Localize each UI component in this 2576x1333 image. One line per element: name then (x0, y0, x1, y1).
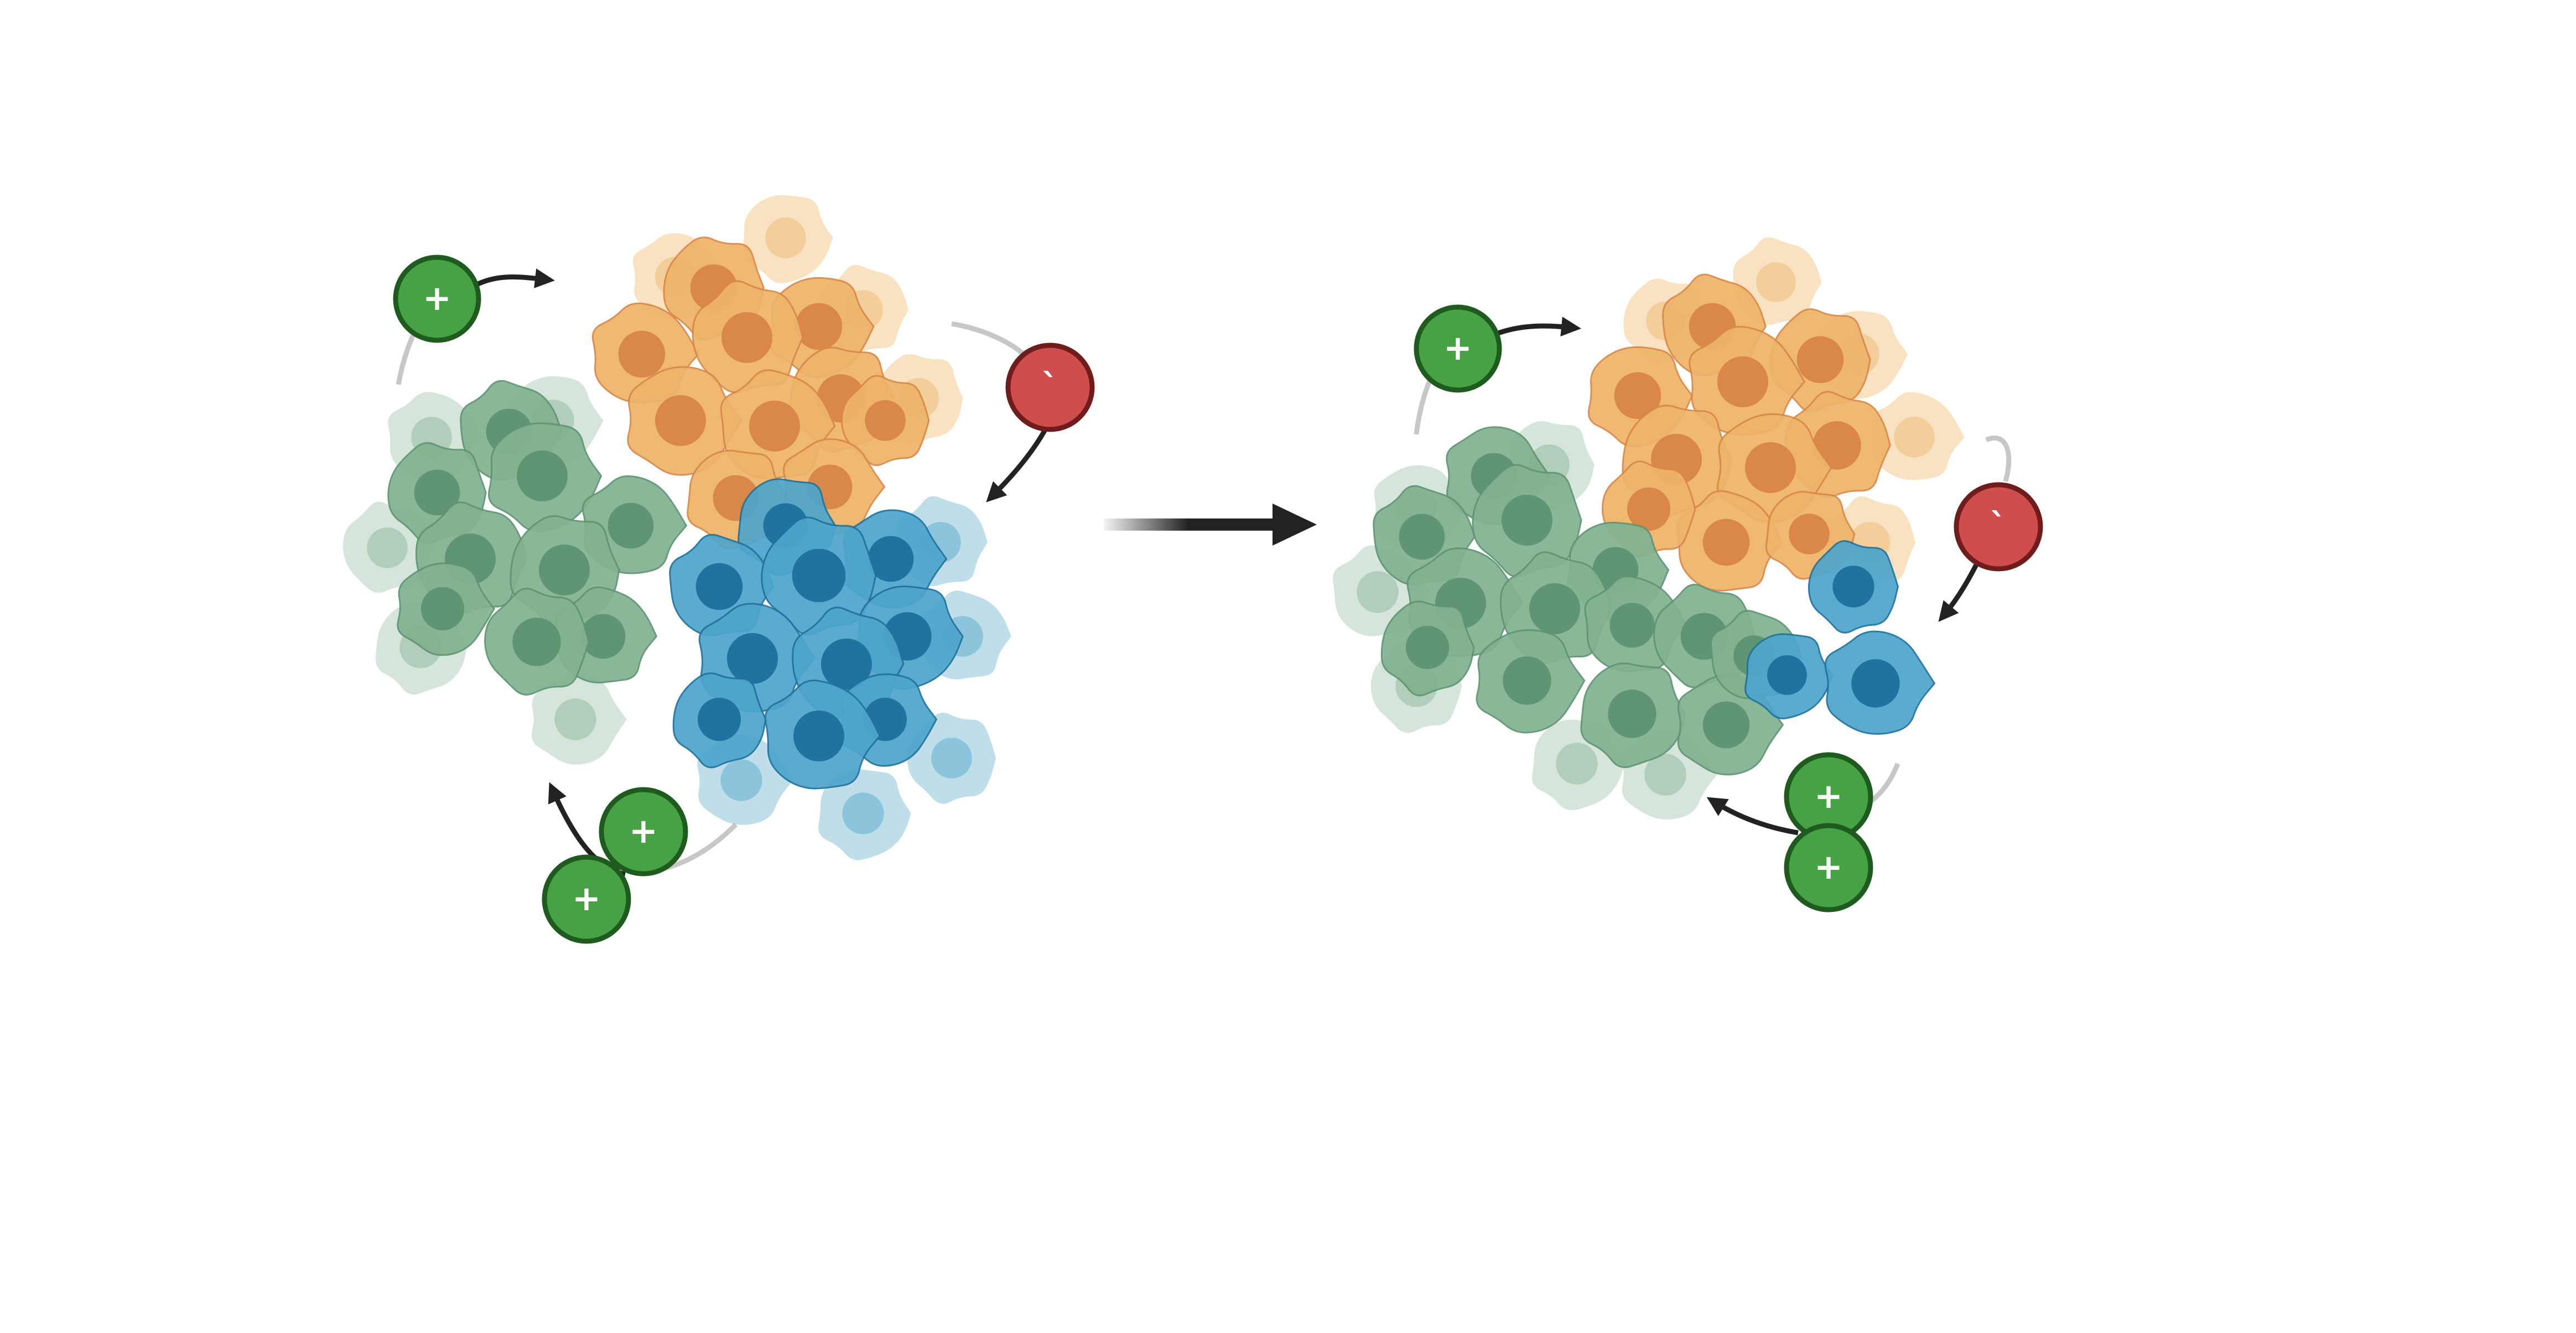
tumor-cluster-before (343, 195, 1011, 860)
orange-cell (1689, 325, 1806, 435)
orange-cell (692, 280, 804, 393)
green-cell (1580, 662, 1686, 769)
blue-cell (1808, 540, 1899, 634)
green-cell (1476, 629, 1586, 734)
positive-symbol: + (629, 811, 658, 851)
blue-cell (907, 712, 996, 804)
positive-signal-pair-bottom-after: + + (1706, 752, 1900, 912)
negative-symbol: ` (1042, 366, 1059, 407)
negative-signal-right-after: ` (1938, 435, 2043, 622)
orange-cell (1676, 490, 1783, 592)
orange-cell (840, 375, 930, 466)
positive-symbol: + (1814, 847, 1843, 887)
negative-symbol: ` (1990, 506, 2007, 546)
blue-cell (672, 672, 767, 769)
positive-signal-top-left-after: + (1414, 304, 1581, 435)
positive-signal-pair-bottom: + + (542, 782, 738, 944)
blue-cell (1744, 633, 1834, 719)
tumor-cluster-after (1333, 237, 1965, 819)
blue-cell (818, 769, 911, 860)
positive-signal-top-left: + (393, 255, 555, 385)
positive-symbol: + (1814, 776, 1843, 816)
green-cell (484, 588, 590, 696)
green-cell (397, 562, 496, 656)
green-cell (1472, 464, 1582, 578)
blue-cell (761, 516, 877, 636)
transition-arrow (1104, 504, 1317, 546)
positive-symbol: + (572, 878, 601, 919)
green-cell (1380, 600, 1475, 697)
positive-symbol: + (423, 278, 451, 318)
blue-cell (1824, 630, 1936, 735)
positive-symbol: + (1443, 328, 1472, 368)
negative-signal-right: ` (951, 321, 1095, 502)
green-cell (531, 674, 627, 765)
green-cell (488, 422, 603, 532)
blue-cell (764, 680, 881, 790)
orange-cell (1871, 392, 1965, 480)
